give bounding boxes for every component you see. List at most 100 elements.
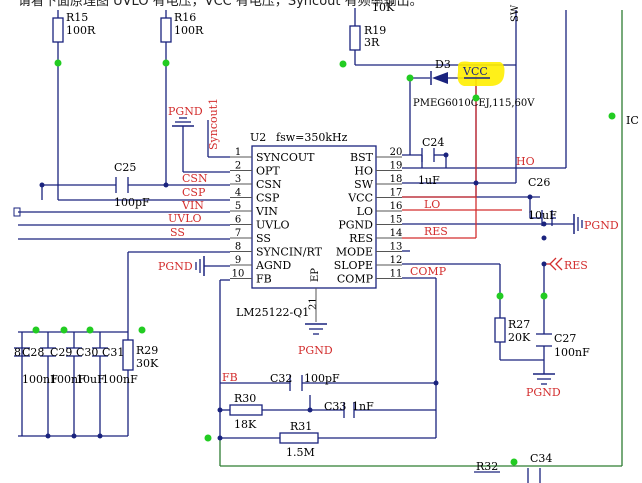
r27-body <box>494 317 506 343</box>
d3-ref: D3 <box>435 58 451 71</box>
d3-anode-triangle <box>432 72 448 84</box>
ic-pin-8: 8 SYNCIN/RT <box>230 242 323 259</box>
ic-pin-18: 18 SW <box>354 174 402 191</box>
r19-value: 3R <box>364 36 380 49</box>
pgnd-symbol-right: PGND <box>573 214 619 234</box>
c32-ref: C32 <box>270 372 292 385</box>
c27-value: 100nF <box>554 346 590 359</box>
r29-value: 30K <box>136 357 159 370</box>
ic-pin-10: 10 FB <box>230 269 272 286</box>
pgnd-label-ep: PGND <box>298 344 333 357</box>
sw-net-label: SW <box>510 4 521 22</box>
ic-pin-number: 2 <box>235 161 241 172</box>
c29-ref: C29 <box>50 346 72 359</box>
r30-ref: R30 <box>234 392 256 405</box>
ic-pin-number: 10 <box>232 269 245 280</box>
res-port: RES <box>544 257 588 272</box>
pgnd-symbol-agnd: PGND <box>158 256 210 276</box>
ic-pin-number: 11 <box>390 269 403 280</box>
ic-pin-name: OPT <box>256 165 280 178</box>
ic-pin-name: RES <box>349 232 373 245</box>
ic-pin-name: VIN <box>255 205 278 218</box>
c25-ref: C25 <box>114 161 136 174</box>
r15-ref: R15 <box>66 11 88 24</box>
r16-ref: R16 <box>174 11 196 24</box>
r19-ref: R19 <box>364 24 386 37</box>
vcc-net-label: VCC <box>462 65 488 78</box>
r16-value: 100R <box>174 24 204 37</box>
pgnd-label-agnd: PGND <box>158 260 193 273</box>
pgnd-label-c27: PGND <box>526 386 561 399</box>
ic-pin-number: 9 <box>235 255 241 266</box>
c26-value: 10uF <box>528 209 557 222</box>
edge-marker-vin <box>13 207 21 217</box>
ic-pin-number: 18 <box>390 174 403 185</box>
ic-pin-name: UVLO <box>256 219 290 232</box>
ic-pin-name: LO <box>357 205 373 218</box>
ic-pin-name: SYNCIN/RT <box>256 246 323 259</box>
ic-ep-pin: 21 <box>308 297 319 310</box>
ic-freq: fsw=350kHz <box>276 131 348 144</box>
ic-pin-number: 7 <box>235 228 241 239</box>
r31-body <box>279 432 319 444</box>
pgnd-label-opt: PGND <box>168 105 203 118</box>
c30-value: 10uF <box>76 373 105 386</box>
pgnd-symbol-opt: PGND <box>168 105 203 140</box>
vcc-highlight <box>457 61 505 86</box>
net-lo: LO <box>424 198 440 211</box>
ic-body <box>251 145 377 289</box>
ic-right-pins: 20BST19HO18SW17VCC16LO15PGND14RES13MODE1… <box>334 147 403 286</box>
c29-value: 100nF <box>50 373 86 386</box>
ic-pin-number: 19 <box>390 161 403 172</box>
ic-pin-number: 14 <box>390 228 403 239</box>
ic-pin-name: SW <box>354 178 374 191</box>
c27-ref: C27 <box>554 332 576 345</box>
pgnd-label-right: PGND <box>584 219 619 232</box>
d3-value: PMEG6010CEJ,115,60V <box>413 98 535 109</box>
ic-pin-number: 8 <box>235 242 241 253</box>
ic-pin-number: 5 <box>235 201 241 212</box>
c28-ref: C28 <box>22 346 44 359</box>
ic-pin-number: 13 <box>390 242 403 253</box>
ic-ep-label: EP <box>310 268 321 282</box>
r19-top-value: 10K <box>372 1 395 14</box>
ic-pin-number: 15 <box>390 215 403 226</box>
net-vin: VIN <box>181 199 204 212</box>
r31-value: 1.5M <box>286 446 315 459</box>
r27-ref: R27 <box>508 318 530 331</box>
ic-pin-2: 2 OPT <box>230 161 280 178</box>
c28-prefix: 8 <box>14 346 21 359</box>
ic-pin-name: CSP <box>256 192 280 205</box>
ic-part: LM25122-Q1 <box>236 306 309 319</box>
r30-body <box>229 404 263 416</box>
r27-value: 20K <box>508 331 531 344</box>
ic-ref: U2 <box>250 131 266 144</box>
r15-body <box>52 17 64 43</box>
ic-pin-name: FB <box>256 273 272 286</box>
r15-value: 100R <box>66 24 96 37</box>
ic-pin-name: MODE <box>336 246 373 259</box>
c24-value: 1uF <box>418 174 440 187</box>
c24-ref: C24 <box>422 136 444 149</box>
res-port-label: RES <box>564 259 588 272</box>
ic-pin-name: VCC <box>347 192 373 205</box>
c30-ref: C30 <box>76 346 98 359</box>
net-csp: CSP <box>182 186 206 199</box>
c33-value: 1nF <box>352 400 374 413</box>
ic-pin-name: SS <box>256 232 271 245</box>
ic-pin-number: 20 <box>390 147 403 158</box>
ic-pin-number: 3 <box>235 174 241 185</box>
c34-ref: C34 <box>530 452 552 465</box>
r30-value: 18K <box>234 418 257 431</box>
